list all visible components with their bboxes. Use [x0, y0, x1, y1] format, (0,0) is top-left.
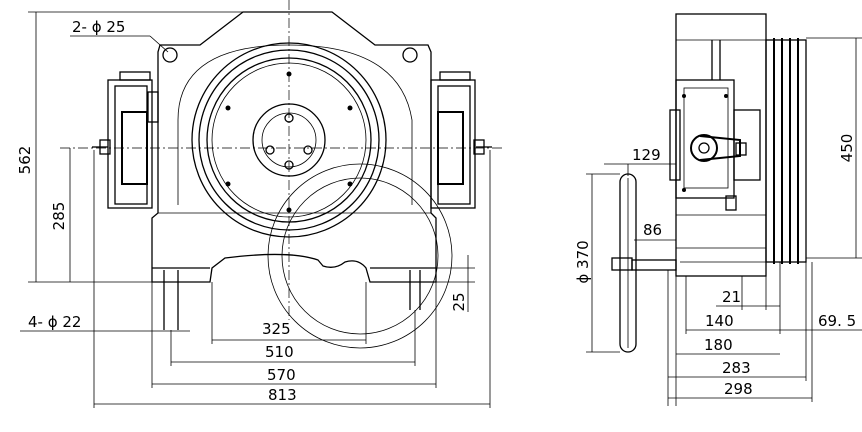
brake-drum-outer — [191, 42, 387, 238]
hand-wheel — [611, 173, 677, 353]
top-hole-left — [162, 47, 178, 63]
left-brake — [92, 71, 159, 209]
dim-25: 25 — [450, 292, 468, 311]
dim-foot-holes: 4- ϕ 22 — [28, 313, 81, 331]
sheave-phantom-circle — [267, 163, 453, 349]
hub — [252, 103, 326, 177]
front-view: 562 285 2- ϕ 25 25 4- ϕ 22 325 510 570 8 — [16, 0, 505, 408]
dim-21: 21 — [722, 288, 741, 306]
dim-top-holes: 2- ϕ 25 — [72, 18, 125, 36]
dim-180: 180 — [704, 336, 733, 354]
dim-69-5: 69. 5 — [818, 312, 856, 330]
dim-325: 325 — [262, 320, 291, 338]
dim-813: 813 — [268, 386, 297, 404]
dim-570: 570 — [267, 366, 296, 384]
dim-dia370: ϕ 370 — [574, 240, 592, 283]
dim-86: 86 — [643, 221, 662, 239]
dim-129: 129 — [632, 146, 661, 164]
dim-140: 140 — [705, 312, 734, 330]
dim-283: 283 — [722, 359, 751, 377]
right-brake — [430, 71, 492, 209]
top-hole-right — [402, 47, 418, 63]
dim-510: 510 — [265, 343, 294, 361]
dim-285: 285 — [50, 202, 68, 231]
motor-housing — [151, 11, 437, 283]
side-view: 450 ϕ 370 129 86 21 140 69. 5 180 28 — [574, 13, 862, 406]
side-housing — [675, 13, 767, 277]
dim-450: 450 — [838, 134, 856, 163]
release-lever-hub — [690, 134, 718, 162]
dim-298: 298 — [724, 380, 753, 398]
dim-562: 562 — [16, 146, 34, 175]
traction-sheave-grooves — [765, 38, 807, 264]
